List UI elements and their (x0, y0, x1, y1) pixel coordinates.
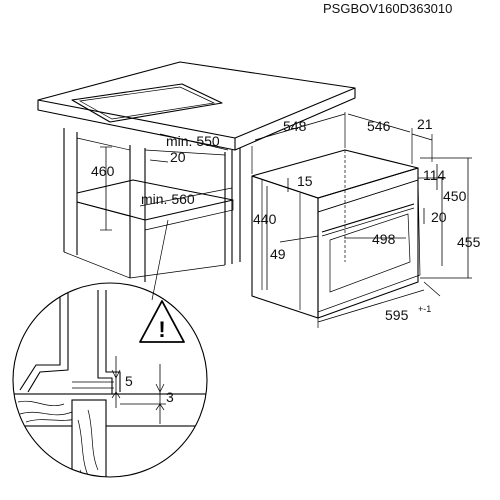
countertop (37, 61, 356, 151)
dim-450: 450 (443, 188, 467, 204)
dim-460: 460 (91, 163, 115, 179)
cabinet-dims: 460 min. 550 20 min. 560 (91, 133, 233, 231)
oven-dims: 548 546 21 15 114 450 20 455 440 498 (251, 112, 481, 328)
dim-595-tolerance: +-1 (418, 304, 431, 314)
dim-21: 21 (417, 116, 433, 132)
dim-440: 440 (253, 211, 277, 227)
model-code: PSGBOV160D363010 (323, 1, 452, 16)
kitchen-cabinet (63, 128, 241, 282)
dim-3: 3 (166, 389, 174, 405)
dim-20-oven: 20 (431, 209, 447, 225)
dim-455: 455 (457, 234, 481, 250)
detail-magnifier: ! 5 3 (12, 282, 208, 478)
warning-symbol: ! (158, 317, 165, 342)
cooktop-hob (71, 83, 223, 123)
detail-leader-line (151, 219, 169, 301)
dim-min-550: min. 550 (166, 133, 220, 149)
oven-body (251, 149, 421, 319)
dim-20-cabinet: 20 (170, 149, 186, 165)
dim-min-560: min. 560 (141, 191, 195, 207)
dim-546: 546 (367, 118, 391, 134)
warning-triangle-icon: ! (139, 300, 185, 343)
dim-114: 114 (423, 167, 446, 183)
dim-548: 548 (283, 118, 307, 134)
dim-15: 15 (297, 173, 313, 189)
dim-5: 5 (125, 373, 133, 389)
dim-49: 49 (270, 246, 286, 262)
dim-595: 595 (385, 307, 409, 323)
dim-498: 498 (372, 231, 396, 247)
